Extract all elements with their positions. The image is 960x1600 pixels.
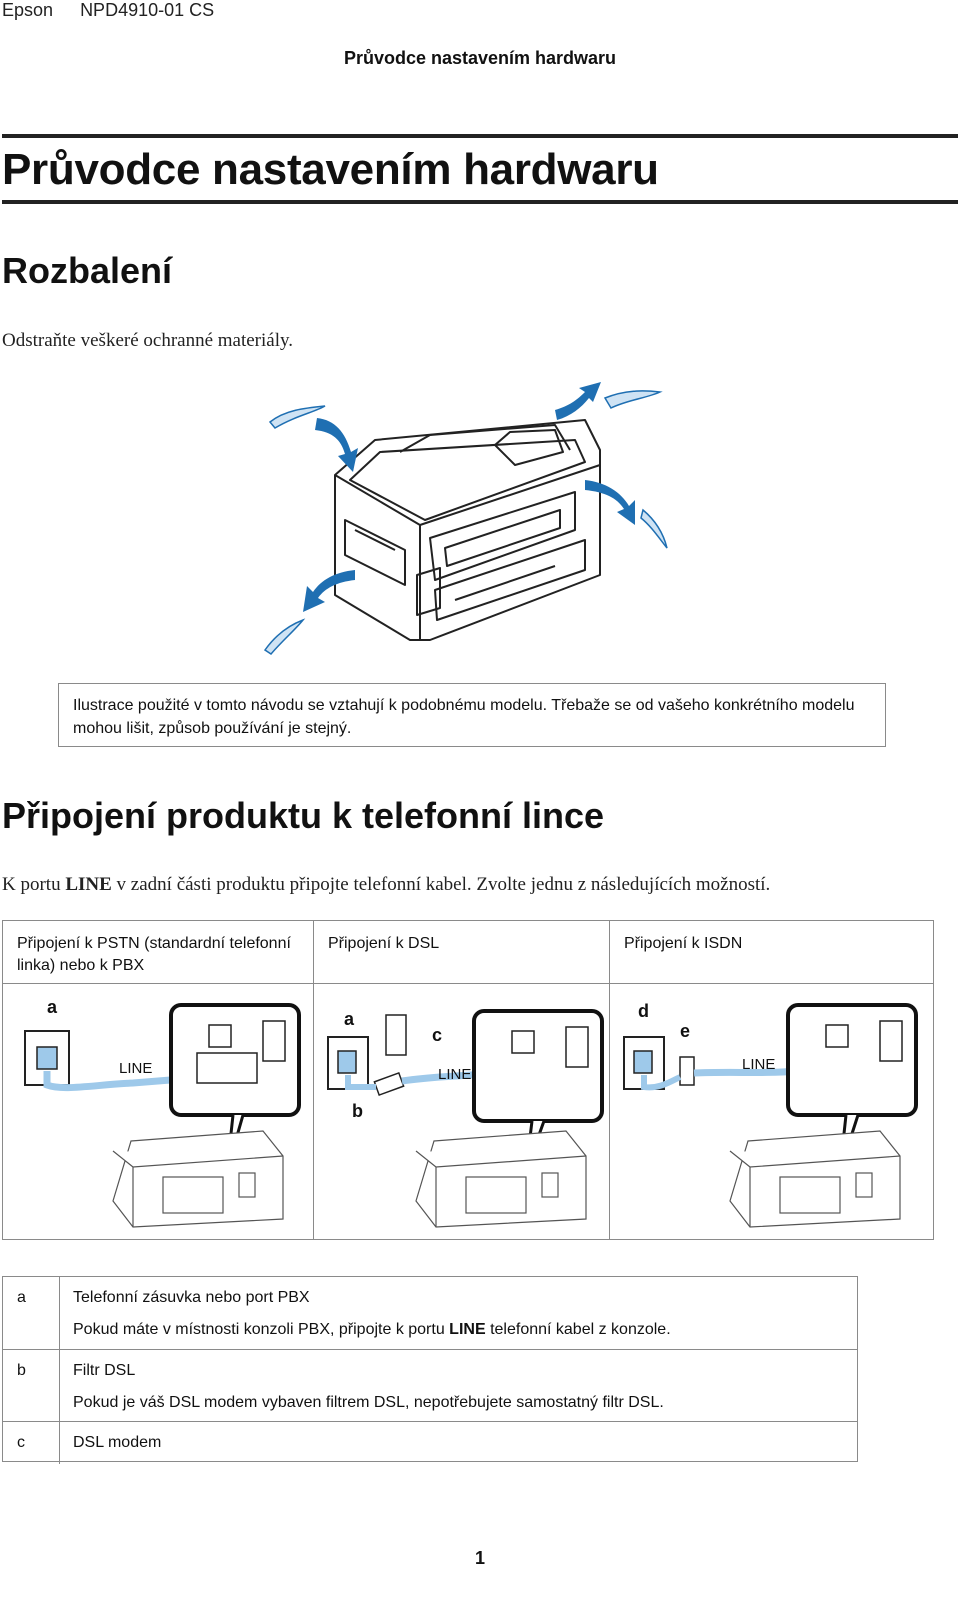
running-title: Průvodce nastavením hardwaru <box>343 48 617 68</box>
legend-title: Filtr DSL <box>73 1362 136 1379</box>
title-rule-bottom <box>2 200 958 204</box>
column-pstn: Připojení k PSTN (standardní telefonní l… <box>3 921 314 1239</box>
column-dsl: Připojení k DSL a c b LINE <box>314 921 610 1239</box>
table-header-divider <box>3 983 933 984</box>
legend-title: DSL modem <box>73 1434 162 1451</box>
section-heading-phone: Připojení produktu k telefonní lince <box>2 795 605 836</box>
title-rule-top <box>2 134 958 138</box>
label-e: e <box>680 1021 690 1041</box>
legend-title: Telefonní zásuvka nebo port PBX <box>73 1289 310 1306</box>
column-header-pstn: Připojení k PSTN (standardní telefonní l… <box>17 935 291 974</box>
column-header-dsl: Připojení k DSL <box>328 935 440 952</box>
label-a: a <box>47 997 58 1017</box>
legend-key: a <box>17 1289 26 1306</box>
unpacking-text: Odstraňte veškeré ochranné materiály. <box>2 330 294 351</box>
legend-table: a Telefonní zásuvka nebo port PBX Pokud … <box>2 1276 858 1464</box>
label-c: c <box>432 1025 442 1045</box>
label-b: b <box>352 1101 363 1121</box>
page-title: Průvodce nastavením hardwaru <box>2 145 659 194</box>
phone-intro-text: K portu LINE v zadní části produktu přip… <box>2 874 771 895</box>
label-d: d <box>638 1001 649 1021</box>
printer-icon <box>415 1130 587 1228</box>
dsl-modem-icon <box>385 1014 407 1056</box>
page-number: 1 <box>474 1548 485 1568</box>
printer-unpacking-illustration <box>263 382 668 655</box>
page-header: Epson NPD4910-01 CS <box>2 0 236 21</box>
legend-row-b: b Filtr DSL Pokud je váš DSL modem vybav… <box>3 1349 857 1422</box>
column-header-isdn: Připojení k ISDN <box>624 935 743 952</box>
isdn-terminal-adapter-icon <box>679 1056 695 1086</box>
document-id: NPD4910-01 CS <box>80 0 215 20</box>
legend-row-c: c DSL modem <box>3 1421 857 1464</box>
line-label: LINE <box>119 1060 152 1077</box>
brand-name: Epson <box>2 0 54 20</box>
dsl-connection-diagram: a c b LINE <box>327 1009 604 1228</box>
pstn-connection-diagram: a LINE <box>24 997 301 1228</box>
legend-key: b <box>17 1362 26 1379</box>
printer-icon <box>729 1130 901 1228</box>
line-label: LINE <box>742 1056 775 1073</box>
legend-description: Pokud máte v místnosti konzoli PBX, přip… <box>73 1321 671 1338</box>
column-isdn: Připojení k ISDN d e LINE <box>610 921 933 1239</box>
legend-description: Pokud je váš DSL modem vybaven filtrem D… <box>73 1394 664 1411</box>
isdn-connection-diagram: d e LINE <box>623 1001 918 1228</box>
phone-cable <box>43 1071 184 1092</box>
legend-row-a: a Telefonní zásuvka nebo port PBX Pokud … <box>3 1277 857 1349</box>
note-box: Ilustrace použité v tomto návodu se vzta… <box>58 683 886 747</box>
label-a: a <box>344 1009 355 1029</box>
connection-options-table: Připojení k PSTN (standardní telefonní l… <box>2 920 934 1240</box>
legend-key: c <box>17 1434 25 1451</box>
printer-icon <box>112 1130 284 1228</box>
section-heading-unpacking: Rozbalení <box>2 250 173 291</box>
dsl-filter-icon <box>373 1072 405 1096</box>
line-label: LINE <box>438 1066 471 1083</box>
